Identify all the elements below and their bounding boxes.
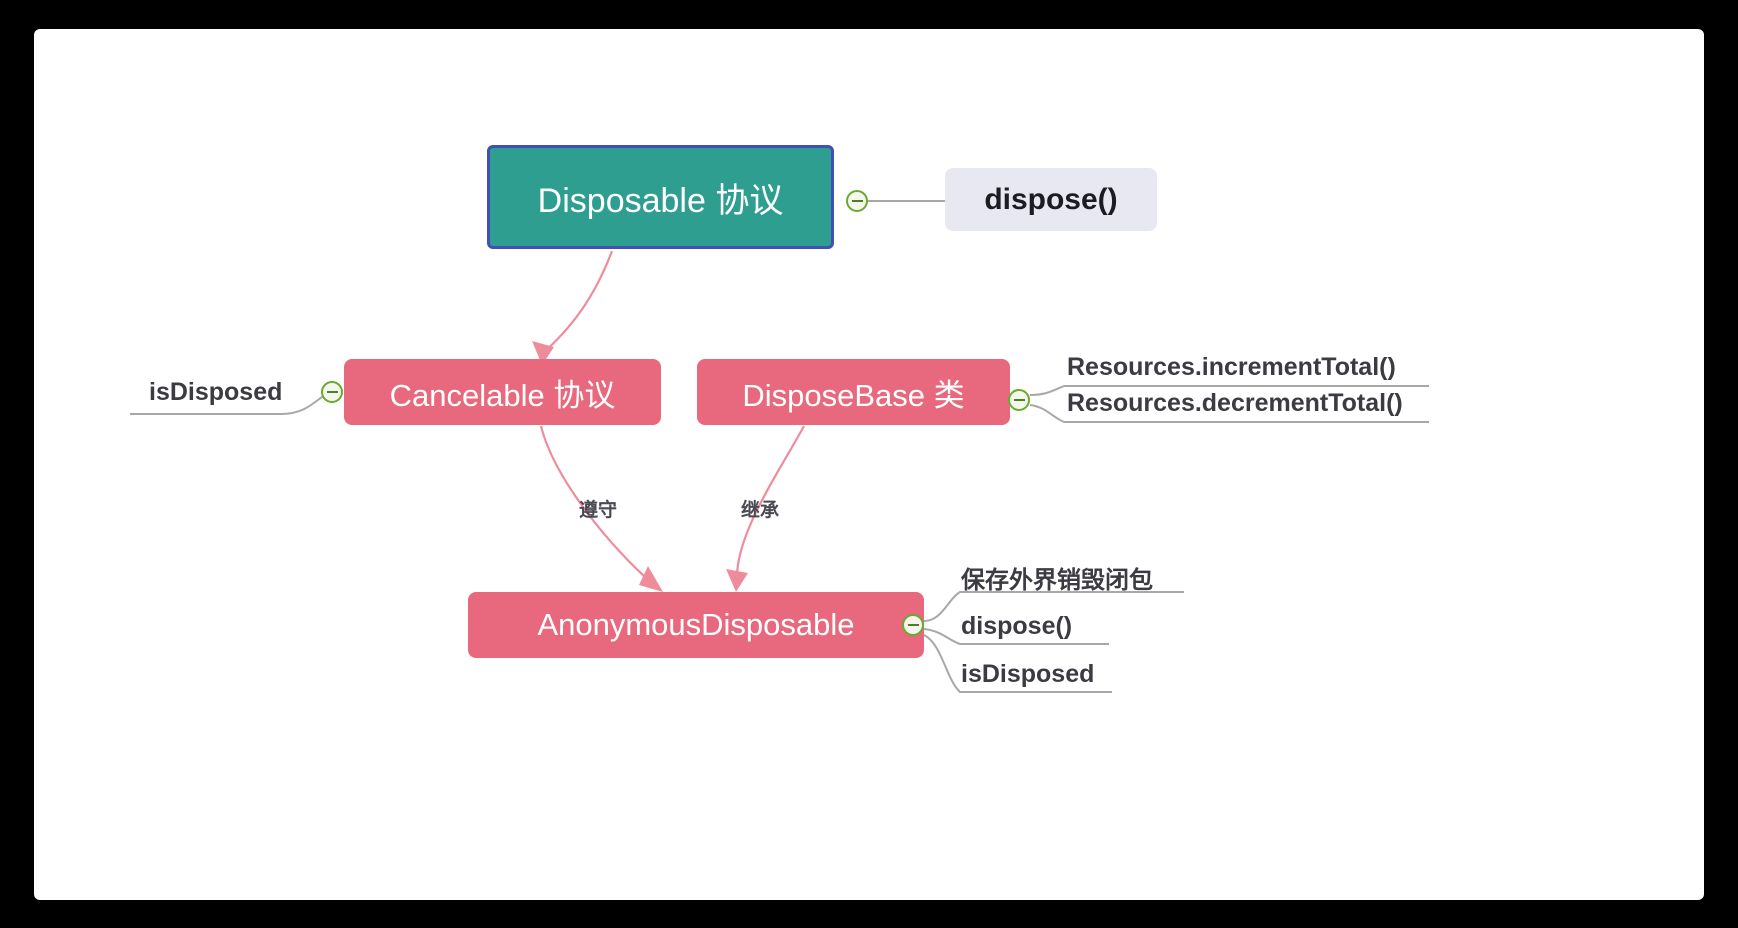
node-label: Disposable 协议 <box>537 181 784 220</box>
leaf-anonymous-dispose[interactable]: dispose() <box>961 612 1073 640</box>
node-label: DisposeBase 类 <box>742 377 965 413</box>
node-disposebase-class[interactable]: DisposeBase 类 <box>697 359 1010 425</box>
mindmap-canvas: Disposable 协议 dispose() Cancelable 协议 is… <box>34 29 1704 900</box>
node-dispose-method[interactable]: dispose() <box>945 168 1157 231</box>
leaf-cancelable-isdisposed[interactable]: isDisposed <box>149 378 283 406</box>
node-label: Cancelable 协议 <box>389 377 616 413</box>
leaf-anonymous-closure[interactable]: 保存外界销毁闭包 <box>961 567 1153 594</box>
edge-label-inherits: 继承 <box>741 500 780 521</box>
leaf-resources-incrementtotal[interactable]: Resources.incrementTotal() <box>1067 353 1396 381</box>
node-label: AnonymousDisposable <box>537 607 855 642</box>
collapse-toggle-anonymous[interactable] <box>902 614 924 636</box>
node-cancelable-protocol[interactable]: Cancelable 协议 <box>344 359 661 425</box>
edge-label-conforms: 遵守 <box>579 500 618 521</box>
collapse-toggle-disposebase[interactable] <box>1008 389 1030 411</box>
node-anonymous-disposable[interactable]: AnonymousDisposable <box>468 592 924 658</box>
node-label: dispose() <box>984 182 1118 216</box>
collapse-toggle-root[interactable] <box>846 190 868 212</box>
node-disposable-protocol[interactable]: Disposable 协议 <box>487 145 834 249</box>
leaf-resources-decrementtotal[interactable]: Resources.decrementTotal() <box>1067 389 1403 417</box>
connector-layer <box>130 200 1429 693</box>
collapse-toggle-cancelable[interactable] <box>321 381 343 403</box>
edge-root-to-cancelable <box>532 250 614 365</box>
leaf-anonymous-isdisposed[interactable]: isDisposed <box>961 660 1095 688</box>
